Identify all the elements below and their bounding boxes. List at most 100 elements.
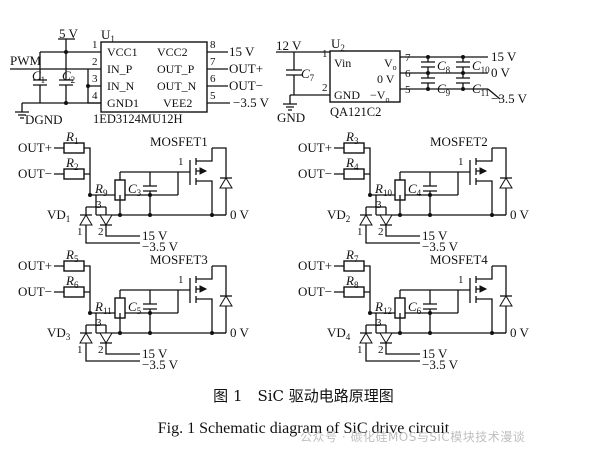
- stage-input-wires: [334, 147, 371, 195]
- u2-box: [329, 50, 401, 103]
- u2-cap-c11: C11: [472, 81, 489, 98]
- u2-cap-c10: C10: [472, 58, 490, 75]
- u1-pin-vee2: VEE2: [163, 96, 192, 110]
- stage-vd-node: [86, 195, 106, 215]
- stage-out-n-label: OUT−: [298, 166, 332, 181]
- junction-dot: [461, 55, 465, 59]
- u2-pin-vin: Vin: [334, 56, 351, 70]
- stage-mosfet-label: MOSFET4: [430, 252, 488, 267]
- stage-vd-diode-b: [99, 214, 113, 226]
- stage-vd-legs: [365, 325, 387, 333]
- u2-pin-0v: 0 V: [377, 72, 395, 86]
- stage-r-gs-label: R9: [94, 181, 108, 198]
- u2-part-number: QA121C2: [330, 105, 381, 119]
- stage-vd-diode-b: [99, 332, 113, 344]
- stage-mosfet-arrow: [199, 285, 208, 293]
- stage-c-gs-label: C5: [128, 299, 142, 316]
- stage-vd-diode-a: [79, 332, 93, 344]
- stage-out-p-label: OUT+: [298, 140, 332, 155]
- u1-cap-c1: C1: [32, 68, 45, 85]
- u2-neg-leader: [487, 88, 501, 100]
- stage-neg-supply: −3.5 V: [142, 239, 179, 254]
- u1-pin-vcc1: VCC1: [107, 45, 138, 59]
- stage-vd-pin3: 3: [376, 317, 382, 329]
- u1-pin-num-2: 2: [92, 56, 98, 68]
- stage-c-gs-label: C6: [408, 299, 422, 316]
- stage-input-wires: [334, 265, 371, 313]
- stage-r-in-p-label: R7: [345, 247, 359, 264]
- stage-pos-supply: 15 V: [422, 228, 448, 243]
- u2-cap-c8: C8: [437, 58, 451, 75]
- u2-caps-c8-c9: [421, 57, 435, 89]
- stage-vd-pin2: 2: [98, 344, 104, 356]
- stage-r-in-n-label: R8: [345, 273, 359, 290]
- u2-pin-num-7: 7: [405, 52, 411, 64]
- stage-vd-label: VD1: [47, 207, 70, 224]
- stage-out-n-label: OUT−: [298, 284, 332, 299]
- u1-pin-num-4: 4: [92, 90, 98, 102]
- u1-part-number: 1ED3124MU12H: [93, 112, 183, 126]
- u1-pin-num-5: 5: [210, 90, 216, 102]
- u1-supply-label: 5 V: [59, 26, 79, 41]
- stage-mosfet-pin1: 1: [458, 156, 464, 168]
- stage-out-p-label: OUT+: [18, 258, 52, 273]
- stage-mosfet-arrow: [199, 167, 208, 175]
- junction-dot: [428, 213, 432, 217]
- u2-net-15v: 15 V: [491, 49, 517, 64]
- junction-dot: [426, 71, 430, 75]
- stage-c-gs-label: C4: [408, 181, 422, 198]
- junction-dot: [210, 213, 214, 217]
- u1-ground-label: DGND: [25, 112, 63, 127]
- stage-r-in-p-label: R3: [345, 129, 359, 146]
- stage-vd-pin3: 3: [376, 199, 382, 211]
- junction-dot: [64, 101, 68, 105]
- stage-r-in-p-label: R1: [65, 129, 78, 146]
- stage-body-diode: [499, 177, 513, 189]
- u1-decoupling-wires: [22, 51, 101, 104]
- u1-net-15v: 15 V: [229, 44, 255, 59]
- stage-gate-node: [370, 172, 459, 196]
- junction-dot: [490, 213, 494, 217]
- u2-net-neg: −3.5 V: [491, 91, 528, 106]
- u2-ground-label: GND: [277, 110, 305, 125]
- stage-out-n-label: OUT−: [18, 284, 52, 299]
- stage-out-p-label: OUT+: [298, 258, 332, 273]
- stage-out-n-label: OUT−: [18, 166, 52, 181]
- stage-input-wires: [54, 147, 91, 195]
- stage-cap-gs: [143, 290, 157, 333]
- u1-pin-num-1: 1: [92, 39, 98, 51]
- u1-net-out-p: OUT+: [229, 61, 263, 76]
- stage-pos-supply: 15 V: [142, 346, 168, 361]
- stage-resistor-in-n: [343, 286, 365, 298]
- stage-r-in-n-label: R4: [345, 155, 359, 172]
- u1-pin-num-3: 3: [92, 73, 98, 85]
- junction-dot: [398, 213, 402, 217]
- stage-vd-node: [366, 313, 386, 333]
- junction-dot: [426, 87, 430, 91]
- stage-body-diode: [499, 295, 513, 307]
- u1-pin-vcc2: VCC2: [157, 45, 188, 59]
- junction-dot: [118, 331, 122, 335]
- u2-net-0v: 0 V: [491, 65, 511, 80]
- u1-box: [100, 41, 208, 113]
- stage-vd-diode-a: [79, 214, 93, 226]
- stage-vd-legs: [365, 207, 387, 215]
- junction-dot: [86, 84, 90, 88]
- u2-pin-neg-vo: −Vo: [370, 88, 389, 104]
- u1-pin-out-p: OUT_P: [157, 62, 195, 76]
- stage-body-diode: [219, 177, 233, 189]
- stage-r-in-n-label: R6: [65, 273, 79, 290]
- stage-vd-wires: [80, 332, 140, 362]
- u1-pin-in-n: IN_N: [107, 79, 135, 93]
- figure-caption-english: Fig. 1 Schematic diagram of SiC drive ci…: [157, 420, 450, 437]
- stage-mosfet-label: MOSFET2: [430, 134, 488, 149]
- u1-pin-out-n: OUT_N: [157, 79, 197, 93]
- stage-neg-supply: −3.5 V: [422, 239, 459, 254]
- u1-pin-num-7: 7: [210, 56, 216, 68]
- stage-vd-wires: [360, 332, 420, 362]
- stage-vd-node: [366, 195, 386, 215]
- stage-vd-pin1: 1: [357, 226, 363, 238]
- stage-vd-legs: [85, 207, 107, 215]
- u1-net-out-n: OUT−: [229, 78, 263, 93]
- junction-dot: [368, 311, 372, 315]
